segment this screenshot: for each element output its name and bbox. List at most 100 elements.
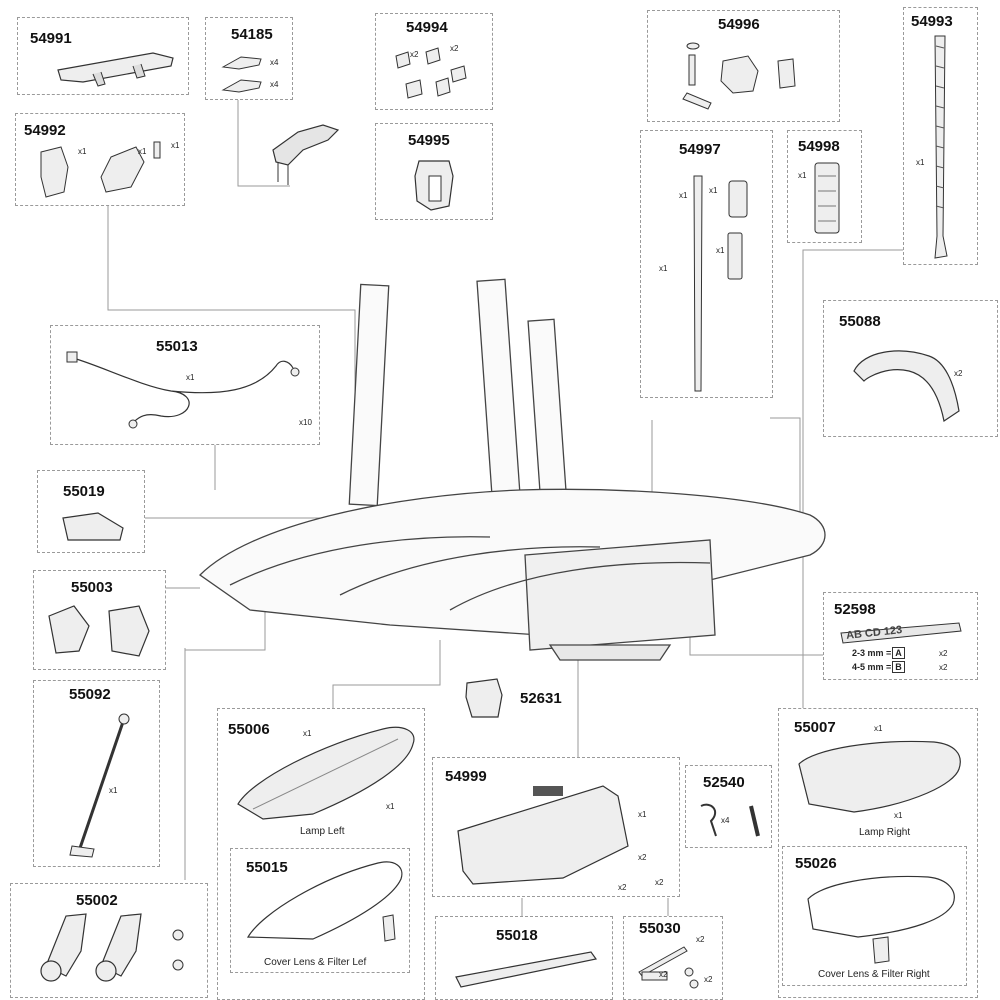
lamp-left-icon [233,719,418,824]
part-number: 55092 [69,686,111,703]
qty-label: x1 [709,186,718,195]
lamp-right-icon [794,734,964,814]
part-number: 54185 [231,26,273,43]
part-number: 54998 [798,138,840,155]
qty-label: x4 [270,80,279,89]
part-number: 55026 [795,855,837,872]
part-box-55092[interactable]: 55092 x1 [33,680,160,867]
qty-label: x10 [299,418,312,427]
part-number: 55002 [76,892,118,909]
qty-label: x1 [874,724,883,733]
qty-label: x1 [171,141,180,150]
part-box-54995[interactable]: 54995 [375,123,493,220]
qty-label: x2 [638,853,647,862]
lever-icon [221,53,266,73]
bike-carrier-assembly [190,265,835,665]
qty-label: x2 [939,663,948,672]
qty-label: x1 [798,171,807,180]
part-box-54999[interactable]: 54999 x1 x2 x2 x2 [432,757,680,897]
part-number: 52598 [834,601,876,618]
part-box-54994[interactable]: 54994 x2 x2 [375,13,493,110]
part-number: 54994 [406,19,448,36]
part-box-55018[interactable]: 55018 [435,916,613,1000]
cover-lens-right-icon [803,869,963,964]
part-box-52540[interactable]: 52540 x4 [685,765,772,848]
holder-icon [411,156,456,211]
rod-icon [64,711,134,861]
cable-icon [61,346,311,436]
caption: Cover Lens & Filter Right [818,969,930,980]
part-number: 55015 [246,859,288,876]
part-box-54185[interactable]: 54185 x4 x4 [205,17,293,100]
qty-label: x1 [303,729,312,738]
qty-label: x1 [659,264,668,273]
part-box-54996[interactable]: 54996 [647,10,840,122]
part-number: 54995 [408,132,450,149]
part-number: 55013 [156,338,198,355]
pad-icon [726,179,751,219]
part-number: 55019 [63,483,105,500]
strap-icon [929,35,951,261]
part-box-54991[interactable]: 54991 [17,17,189,95]
strap-buckle-icon [268,110,343,185]
part-number: 54993 [911,13,953,30]
part-box-54997[interactable]: 54997 x1 x1 x1 x1 [640,130,773,398]
part-box-55015[interactable]: 55015 Cover Lens & Filter Lef [230,848,410,973]
part-number: 54997 [679,141,721,158]
qty-label: x1 [916,158,925,167]
rail-clamp-icon [53,48,178,88]
part-box-55030[interactable]: 55030 x2 x2 x2 [623,916,723,1000]
caption: Cover Lens & Filter Lef [264,957,367,968]
part-box-55088[interactable]: 55088 x2 [823,300,998,437]
part-number: 54999 [445,768,487,785]
part-number: 54991 [30,30,72,47]
bolt-set-icon [634,942,714,992]
qty-label: x2 [655,878,664,887]
part-number: 55030 [639,920,681,937]
qty-label: x4 [270,58,279,67]
qty-label: x2 [659,970,668,979]
qty-label: x2 [704,975,713,984]
part-number: 55003 [71,579,113,596]
qty-label: x2 [450,44,459,53]
qty-label: x1 [679,191,688,200]
plate-label-icon [839,621,964,644]
bracket-icon [44,601,159,661]
part-box-54998[interactable]: 54998 x1 [787,130,862,243]
qty-label: x2 [618,883,627,892]
qty-label: x2 [939,649,948,658]
clip-set-icon [386,44,486,106]
qty-label: x2 [410,50,419,59]
part-box-52598[interactable]: 52598 AB CD 123 2-3 mm =A x2 4-5 mm =B x… [823,592,978,680]
clamp-icon [36,141,176,202]
part-box-55019[interactable]: 55019 [37,470,145,553]
rail-icon [691,175,705,394]
plate-holder-icon [453,776,633,888]
clip-52631-icon [462,675,507,720]
cover-lens-left-icon [243,857,408,947]
part-box-55013[interactable]: 55013 x1 x10 [50,325,320,445]
part-number: 55018 [496,927,538,944]
qty-label: x1 [386,802,395,811]
qty-label: x4 [721,816,730,825]
part-number: 55007 [794,719,836,736]
wheel-holder-icon [36,906,161,991]
part-number: 55006 [228,721,270,738]
part-box-55002[interactable]: 55002 [10,883,208,998]
part-box-55026[interactable]: 55026 Cover Lens & Filter Right [782,846,967,986]
part-box-54993[interactable]: 54993 x1 [903,7,978,265]
part-box-55003[interactable]: 55003 [33,570,166,670]
plate-row-2: 4-5 mm =B [852,661,906,673]
part-number-52631: 52631 [520,690,562,707]
screw-icon [171,929,186,974]
qty-label: x2 [696,935,705,944]
qty-label: x1 [716,246,725,255]
part-number: 54992 [24,122,66,139]
part-box-54992[interactable]: 54992 x1 x1 x1 [15,113,185,206]
qty-label: x1 [78,147,87,156]
pad-icon [726,231,744,281]
part-number: 54996 [718,16,760,33]
qty-label: x1 [894,811,903,820]
handle-icon [849,341,969,426]
caption: Lamp Left [300,826,345,837]
